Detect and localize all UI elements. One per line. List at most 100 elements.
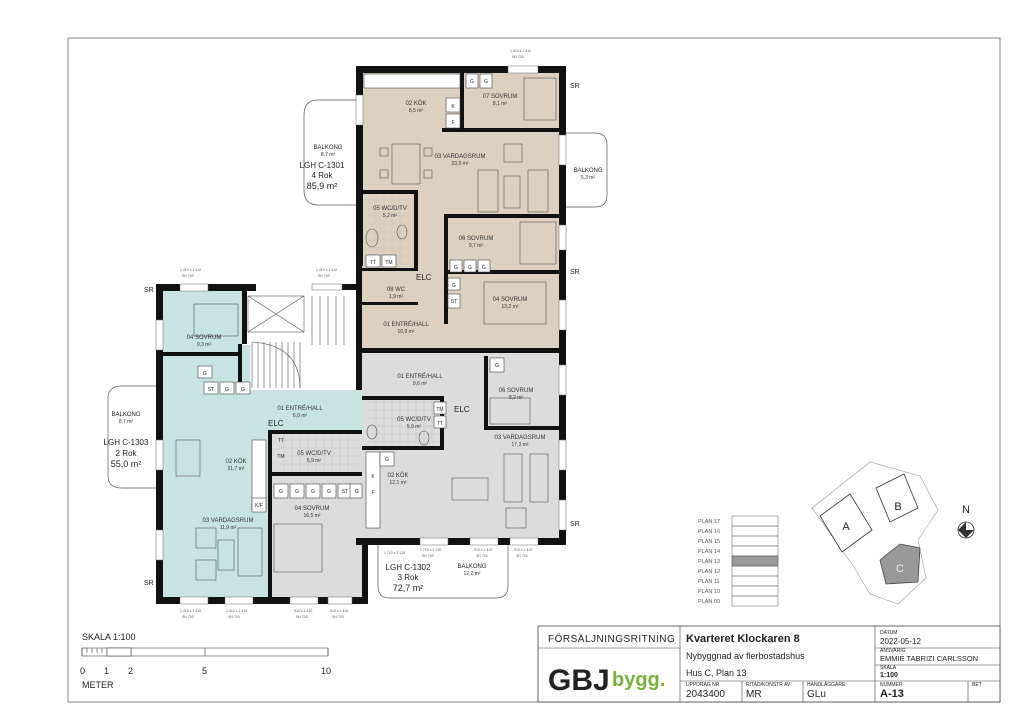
- room-kok-1302: 02 KÖK: [387, 472, 408, 479]
- svg-text:PLAN 16: PLAN 16: [698, 529, 720, 535]
- room-kok-1301: 02 KÖK: [405, 100, 426, 107]
- svg-text:1 710 x 2 130: 1 710 x 2 130: [384, 551, 405, 555]
- room-vardagsrum-1301: 03 VARDAGSRUM: [435, 154, 486, 160]
- furniture: [175, 73, 557, 581]
- sheet-border: [67, 37, 1001, 703]
- svg-text:SH 700: SH 700: [182, 615, 194, 619]
- room-entre-1303: 01 ENTRÉ/HALL: [277, 405, 323, 412]
- svg-text:FÖRSÄLJNINGSRITNING: FÖRSÄLJNINGSRITNING: [548, 633, 675, 645]
- svg-text:8,2 m²: 8,2 m²: [509, 395, 524, 401]
- svg-text:910 x 1 410: 910 x 1 410: [330, 609, 348, 613]
- svg-text:5,9 m²: 5,9 m²: [407, 424, 422, 430]
- room-sovrum06-1301: 06 SOVRUM: [459, 236, 494, 242]
- svg-text:0: 0: [80, 666, 85, 676]
- apt-1303-id: LGH C-1303: [104, 438, 149, 447]
- svg-text:SH 700: SH 700: [422, 554, 434, 558]
- room-labels: 02 KÖK 8,5 m² 07 SOVRUM 8,1 m² 03 VARDAG…: [187, 94, 546, 531]
- svg-text:METER: METER: [82, 680, 114, 690]
- svg-text:Hus C, Plan 13: Hus C, Plan 13: [686, 668, 747, 678]
- svg-text:G: G: [484, 79, 488, 85]
- svg-text:SR: SR: [144, 287, 154, 294]
- svg-text:TM: TM: [277, 454, 284, 460]
- svg-text:1 710 x 2 130: 1 710 x 2 130: [420, 548, 441, 552]
- svg-text:UPPDRAG NR: UPPDRAG NR: [686, 682, 720, 688]
- svg-text:N: N: [962, 504, 970, 516]
- svg-text:TM: TM: [385, 260, 392, 266]
- room-wc08: 08 WC: [387, 287, 406, 293]
- svg-text:DATUM: DATUM: [880, 630, 897, 636]
- apartment-labels: LGH C-1301 4 Rok 85,9 m² LGH C-1303 2 Ro…: [104, 145, 603, 593]
- svg-text:K: K: [451, 104, 455, 110]
- svg-text:PLAN 17: PLAN 17: [698, 519, 720, 525]
- svg-text:PLAN 10: PLAN 10: [698, 589, 720, 595]
- title-block: FÖRSÄLJNINGSRITNING Kvarteret Klockaren …: [537, 625, 1001, 703]
- svg-text:SH 700: SH 700: [296, 615, 308, 619]
- room-sovrum04-1303: 04 SOVRUM: [187, 335, 222, 341]
- svg-text:2022-05-12: 2022-05-12: [880, 637, 921, 646]
- svg-text:SH 700: SH 700: [318, 274, 330, 278]
- svg-text:G: G: [327, 489, 331, 495]
- svg-text:8,7 m²: 8,7 m²: [119, 419, 134, 425]
- svg-text:Nybyggnad av flerbostadshus: Nybyggnad av flerbostadshus: [686, 651, 805, 661]
- apt-1301-area: 85,9 m²: [307, 181, 338, 191]
- svg-text:5: 5: [202, 666, 207, 676]
- windows: [155, 65, 567, 605]
- svg-text:A-13: A-13: [880, 688, 904, 700]
- svg-text:1: 1: [104, 666, 109, 676]
- svg-text:G: G: [355, 489, 359, 495]
- svg-text:SH 700: SH 700: [182, 274, 194, 278]
- svg-text:G: G: [468, 265, 472, 271]
- svg-text:910 x 1 410: 910 x 1 410: [474, 548, 492, 552]
- svg-text:SH 700: SH 700: [476, 554, 488, 558]
- svg-text:PLAN 13: PLAN 13: [698, 559, 720, 565]
- svg-text:13,2 m²: 13,2 m²: [502, 304, 519, 310]
- room-wc-1303: 05 WC/D/TV: [297, 451, 331, 457]
- svg-text:G: G: [311, 489, 315, 495]
- svg-text:ELC: ELC: [454, 405, 470, 414]
- svg-text:SR: SR: [570, 269, 580, 276]
- svg-text:5,9 m²: 5,9 m²: [307, 458, 322, 464]
- svg-text:SH 700: SH 700: [512, 55, 524, 59]
- apt-1302-type: 3 Rok: [398, 573, 420, 582]
- svg-text:SKALA 1:100: SKALA 1:100: [82, 632, 136, 642]
- svg-text:G: G: [495, 363, 499, 369]
- gbj-logo: GBJ bygg.: [548, 664, 665, 697]
- room-sovrum07: 07 SOVRUM: [483, 94, 518, 100]
- scale-bar: SKALA 1:100 0 1 2 5 10 METER: [80, 632, 331, 690]
- svg-text:23,9 m²: 23,9 m²: [452, 161, 469, 167]
- svg-text:SKALA: SKALA: [880, 665, 897, 671]
- svg-text:G: G: [241, 387, 245, 393]
- svg-text:G: G: [225, 387, 229, 393]
- svg-text:G: G: [203, 371, 207, 377]
- svg-text:BALKONG: BALKONG: [457, 564, 486, 570]
- svg-text:F: F: [371, 490, 374, 496]
- svg-text:G: G: [295, 489, 299, 495]
- svg-text:NUMMER: NUMMER: [880, 682, 903, 688]
- svg-text:PLAN 14: PLAN 14: [698, 549, 720, 555]
- svg-text:Kvarteret Klockaren 8: Kvarteret Klockaren 8: [686, 633, 800, 645]
- svg-text:TT: TT: [278, 438, 284, 444]
- svg-text:K: K: [371, 474, 375, 480]
- svg-text:C: C: [896, 563, 904, 575]
- svg-text:BALKONG: BALKONG: [573, 168, 602, 174]
- svg-text:EMMIE TABRIZI CARLSSON: EMMIE TABRIZI CARLSSON: [880, 654, 978, 663]
- svg-text:TT: TT: [437, 421, 443, 427]
- room-wc-1301: 05 WC/D/TV: [373, 206, 407, 212]
- svg-text:8,1 m²: 8,1 m²: [493, 101, 508, 107]
- svg-text:G: G: [482, 265, 486, 271]
- svg-text:1 410 x 1 410: 1 410 x 1 410: [226, 609, 247, 613]
- svg-text:ST: ST: [342, 489, 348, 495]
- svg-text:2043400: 2043400: [686, 689, 725, 700]
- current-floor-highlight: [731, 555, 779, 567]
- svg-text:ELC: ELC: [416, 273, 432, 282]
- room-sovrum06-1302: 06 SOVRUM: [499, 388, 534, 394]
- svg-text:1 410 x 1 410: 1 410 x 1 410: [180, 609, 201, 613]
- apt-1303-type: 2 Rok: [116, 449, 138, 458]
- svg-text:6,0 m²: 6,0 m²: [293, 413, 308, 419]
- svg-text:MR: MR: [746, 689, 762, 700]
- svg-text:8,7 m²: 8,7 m²: [321, 152, 336, 158]
- balcony-outlines: [107, 99, 608, 599]
- svg-text:SR: SR: [570, 521, 580, 528]
- svg-text:17,3 m²: 17,3 m²: [512, 442, 529, 448]
